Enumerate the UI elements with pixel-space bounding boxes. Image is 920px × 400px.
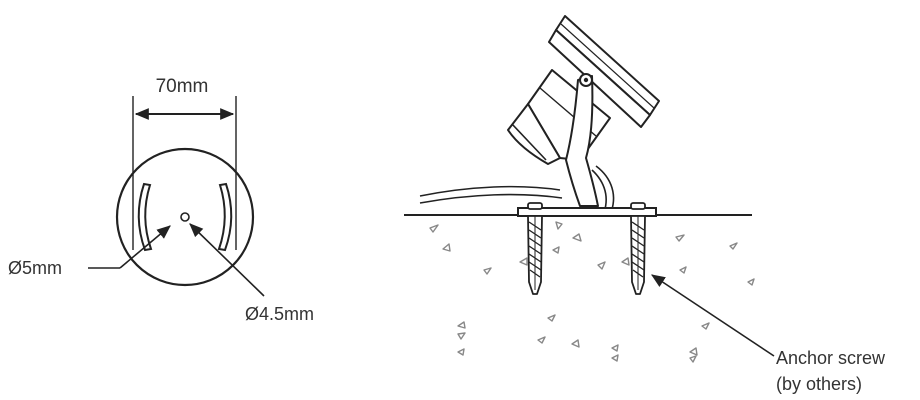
anchor-screw-left: [527, 202, 543, 295]
anchor-screw-label: Anchor screw: [776, 348, 886, 368]
anchor-by-others-label: (by others): [776, 374, 862, 394]
anchor-callout-arrow: [651, 274, 775, 357]
base-plate-side: [517, 207, 657, 217]
installation-side-view: Anchor screw (by others): [404, 15, 886, 394]
concrete-aggregate: [429, 221, 755, 363]
slot-callout-arrow: [119, 225, 171, 269]
cable-lower: [419, 193, 563, 204]
slot-left: [137, 182, 153, 252]
anchor-screw-right: [630, 202, 646, 295]
floodlight-front-bezel: [548, 15, 660, 128]
base-plate-top-view: 70mm Ø5mm Ø4.5mm: [8, 76, 314, 324]
center-hole: [180, 212, 190, 222]
width-dimension-label: 70mm: [156, 76, 209, 97]
cable-upper: [419, 185, 561, 197]
base-plate-outline: [115, 147, 255, 287]
mounting-arm: [565, 75, 599, 207]
center-hole-diameter-label: Ø4.5mm: [245, 304, 314, 324]
slot-right: [217, 182, 233, 252]
center-hole-callout-arrow: [189, 223, 265, 297]
slot-diameter-label: Ø5mm: [8, 258, 62, 278]
